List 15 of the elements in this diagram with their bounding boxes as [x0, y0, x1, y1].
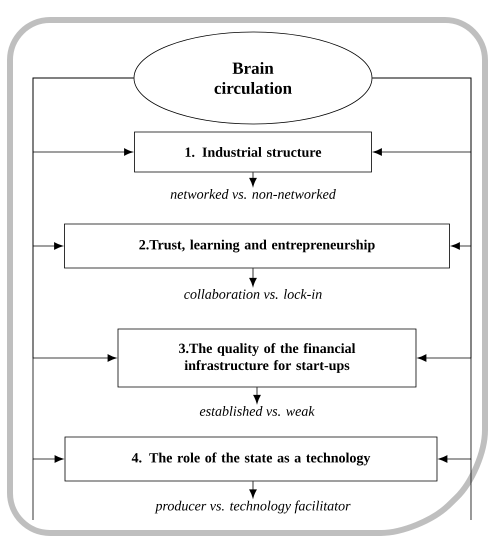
- oval-node: Brain circulation: [134, 32, 372, 124]
- outcome-text: collaboration vs. lock-in: [182, 288, 324, 300]
- factor-box: 1. Industrial structure: [134, 132, 372, 172]
- outcome-text: producer vs. technology facilitator: [154, 500, 352, 514]
- outcome-text: networked vs. non-networked: [169, 188, 337, 200]
- feedback-arrow: [32, 78, 134, 463]
- factor-box: 4. The role of the state as a technology: [64, 436, 438, 482]
- down-arrow: [253, 387, 261, 404]
- feedback-arrow: [372, 78, 472, 463]
- down-arrow: [249, 268, 257, 287]
- outcome-text: established vs. weak: [198, 405, 316, 417]
- factor-box: 2.Trust, learning and entrepreneurship: [64, 224, 450, 268]
- down-arrow: [249, 172, 257, 187]
- factor-box: 3.The quality of the financial infrastructure for start-ups: [118, 328, 416, 388]
- down-arrow: [249, 481, 257, 498]
